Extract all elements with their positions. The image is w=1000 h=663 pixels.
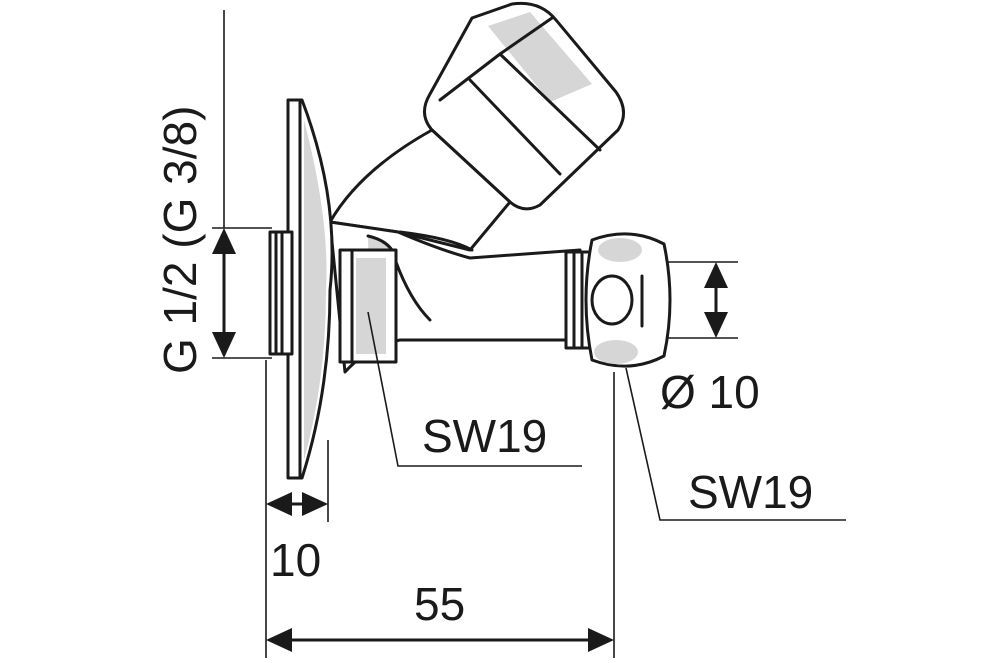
leader-wrench-inlet [367, 311, 582, 467]
dimension-thread [212, 10, 272, 359]
dimension-pipe-diameter [668, 261, 738, 339]
outlet-compression-nut [584, 232, 672, 368]
pipe-diameter-label: Ø 10 [660, 366, 760, 418]
flange-thickness-label: 10 [270, 534, 321, 586]
dimension-overall-length [266, 372, 615, 658]
overall-length-label: 55 [414, 578, 465, 630]
valve-handwheel [423, 1, 625, 211]
wall-flange [286, 98, 334, 480]
wrench-size-inlet-label: SW19 [422, 410, 547, 462]
inlet-hex-nut [338, 248, 398, 364]
thread-size-label: G 1/2 (G 3/8) [154, 106, 206, 374]
inlet-thread [268, 230, 294, 356]
wrench-size-outlet-label: SW19 [688, 466, 813, 518]
dimension-flange-thickness [265, 360, 329, 658]
leader-wrench-outlet [625, 367, 846, 521]
